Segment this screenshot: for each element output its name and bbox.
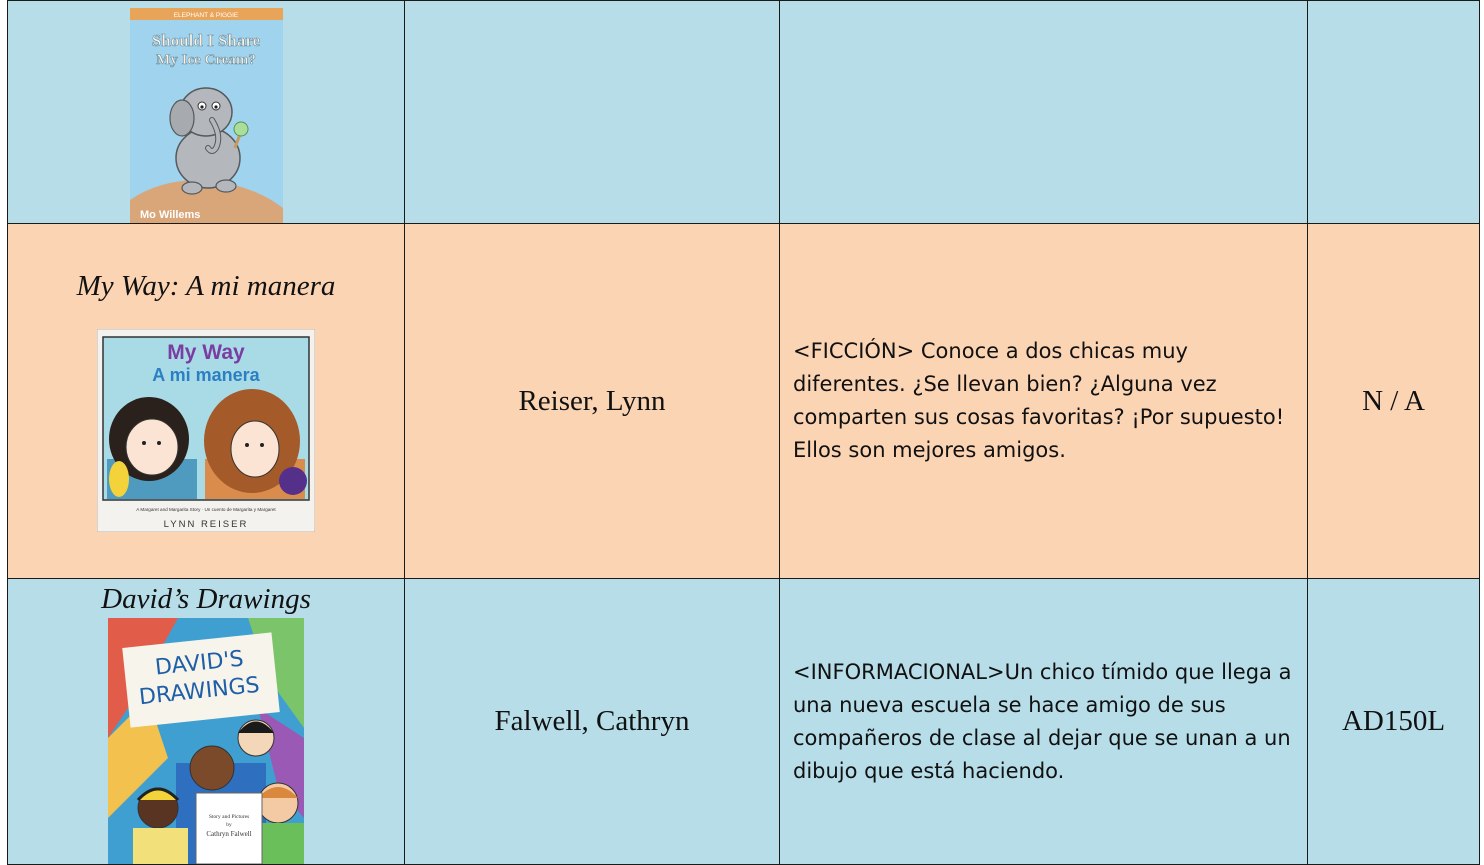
table-row: My Way: A mi manera My Way A mi manera xyxy=(7,223,1480,579)
book-title: My Way: A mi manera xyxy=(76,270,336,302)
cover-title-line2: A mi manera xyxy=(152,365,260,385)
table-row: David’s Drawings DAVID'S DRAWINGS xyxy=(7,578,1480,865)
lexile-level: N / A xyxy=(1362,384,1425,417)
summary-cell xyxy=(779,0,1308,224)
cover-credit-line2: by xyxy=(226,822,232,828)
two-girls-illustration xyxy=(107,389,307,499)
summary-cell: <FICCIÓN> Conoce a dos chicas muy difere… xyxy=(779,223,1308,579)
title-cell: My Way: A mi manera My Way A mi manera xyxy=(7,223,405,579)
author-cell: Reiser, Lynn xyxy=(404,223,780,579)
book-summary: <FICCIÓN> Conoce a dos chicas muy difere… xyxy=(793,339,1285,462)
book-summary: <INFORMACIONAL>Un chico tímido que llega… xyxy=(793,659,1292,783)
children-illustration xyxy=(133,719,304,864)
cover-series-banner: ELEPHANT & PIGGIE xyxy=(173,12,238,19)
cover-title-line1: Should I Share xyxy=(151,31,260,50)
author-name: Falwell, Cathryn xyxy=(494,705,690,737)
lexile-level: AD150L xyxy=(1341,705,1446,737)
cover-author-credit: Cathryn Falwell xyxy=(206,830,251,838)
level-cell xyxy=(1307,0,1480,224)
book-list-table: ELEPHANT & PIGGIE Should I Share My Ice … xyxy=(7,0,1480,865)
elephant-illustration xyxy=(168,87,248,195)
title-cell: David’s Drawings DAVID'S DRAWINGS xyxy=(7,578,405,865)
book-title: David’s Drawings xyxy=(101,583,311,615)
author-cell xyxy=(404,0,780,224)
level-cell: AD150L xyxy=(1307,578,1480,865)
cover-title-line2: My Ice Cream? xyxy=(156,52,256,68)
cover-subtitle: A Margaret and Margarita Story · Un cuen… xyxy=(136,507,276,512)
cover-author-credit: Mo Willems xyxy=(140,209,200,221)
author-name: Reiser, Lynn xyxy=(518,384,666,417)
book-cover-image: ELEPHANT & PIGGIE Should I Share My Ice … xyxy=(129,8,283,223)
level-cell: N / A xyxy=(1307,223,1480,579)
book-cover-image: My Way A mi manera xyxy=(97,329,315,532)
table-row: ELEPHANT & PIGGIE Should I Share My Ice … xyxy=(7,0,1480,224)
cover-credit-line1: Story and Pictures xyxy=(209,814,249,820)
author-cell: Falwell, Cathryn xyxy=(404,578,780,865)
cover-title-line1: My Way xyxy=(167,341,245,364)
summary-cell: <INFORMACIONAL>Un chico tímido que llega… xyxy=(779,578,1308,865)
book-cover-image: DAVID'S DRAWINGS xyxy=(108,618,304,864)
cover-author-credit: LYNN REISER xyxy=(164,519,249,530)
title-cell: ELEPHANT & PIGGIE Should I Share My Ice … xyxy=(7,0,405,224)
